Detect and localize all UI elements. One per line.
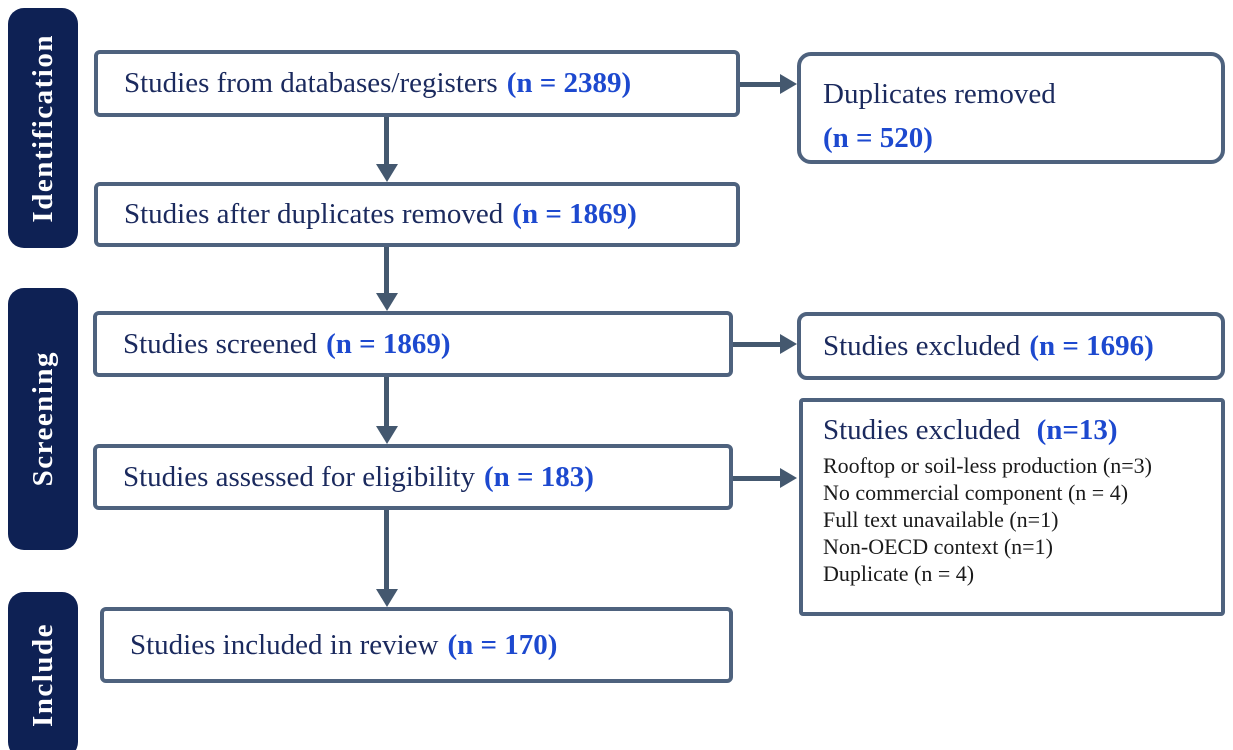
box-studies-from-databases: Studies from databases/registers (n = 23… bbox=[94, 50, 740, 117]
arrow-right-3-stem bbox=[733, 476, 781, 481]
box-studies-from-databases-text: Studies from databases/registers bbox=[124, 67, 498, 99]
box-assessed-eligibility: Studies assessed for eligibility (n = 18… bbox=[93, 444, 733, 510]
box-assessed-eligibility-text: Studies assessed for eligibility bbox=[123, 460, 475, 493]
box-studies-excluded-eligibility-text: Studies excluded bbox=[823, 414, 1021, 446]
arrow-down-2-stem bbox=[384, 247, 389, 295]
stage-screening-label: Screening bbox=[26, 351, 59, 487]
exclusion-reason: Duplicate (n = 4) bbox=[823, 561, 975, 586]
arrow-down-3-head bbox=[376, 426, 398, 444]
box-studies-excluded-screening: Studies excluded (n = 1696) bbox=[797, 312, 1225, 380]
box-studies-from-databases-count: (n = 2389) bbox=[506, 67, 632, 99]
box-included-in-review-text: Studies included in review bbox=[130, 628, 439, 661]
exclusion-reasons-list: Rooftop or soil-less production (n=3) No… bbox=[823, 452, 1221, 587]
box-after-duplicates-removed-count: (n = 1869) bbox=[512, 198, 637, 230]
box-studies-excluded-eligibility-count: (n=13) bbox=[1036, 414, 1118, 446]
arrow-right-1-stem bbox=[740, 82, 781, 87]
arrow-right-1-head bbox=[780, 74, 797, 94]
box-after-duplicates-removed: Studies after duplicates removed (n = 18… bbox=[94, 182, 740, 247]
arrow-right-2-head bbox=[780, 334, 797, 354]
stage-identification: Identification bbox=[8, 8, 78, 248]
stage-screening: Screening bbox=[8, 288, 78, 550]
stage-include: Include bbox=[8, 592, 78, 750]
arrow-down-1-stem bbox=[384, 117, 389, 166]
arrow-down-1-head bbox=[376, 164, 398, 182]
exclusion-reason: No commercial component (n = 4) bbox=[823, 480, 1129, 505]
arrow-right-2-stem bbox=[733, 342, 781, 347]
arrow-down-4-stem bbox=[384, 510, 389, 590]
box-studies-excluded-eligibility-title: Studies excluded (n=13) bbox=[823, 414, 1221, 447]
box-duplicates-removed-count: (n = 520) bbox=[823, 122, 933, 154]
box-assessed-eligibility-count: (n = 183) bbox=[484, 460, 594, 493]
box-studies-excluded-screening-text: Studies excluded bbox=[823, 329, 1021, 362]
arrow-right-3-head bbox=[780, 468, 797, 488]
box-duplicates-removed: Duplicates removed (n = 520) bbox=[797, 52, 1225, 164]
stage-include-label: Include bbox=[26, 623, 59, 727]
arrow-down-3-stem bbox=[384, 377, 389, 427]
box-studies-screened: Studies screened (n = 1869) bbox=[93, 311, 733, 377]
box-studies-excluded-screening-count: (n = 1696) bbox=[1029, 329, 1154, 362]
box-studies-excluded-eligibility: Studies excluded (n=13) Rooftop or soil-… bbox=[799, 398, 1225, 616]
exclusion-reason: Rooftop or soil-less production (n=3) bbox=[823, 453, 1152, 478]
box-after-duplicates-removed-text: Studies after duplicates removed bbox=[124, 198, 504, 230]
box-studies-screened-count: (n = 1869) bbox=[326, 327, 451, 360]
stage-identification-label: Identification bbox=[26, 33, 59, 223]
box-included-in-review-count: (n = 170) bbox=[447, 628, 558, 661]
arrow-down-2-head bbox=[376, 293, 398, 311]
arrow-down-4-head bbox=[376, 589, 398, 607]
box-included-in-review: Studies included in review (n = 170) bbox=[100, 607, 733, 683]
box-duplicates-removed-text: Duplicates removed bbox=[823, 78, 1056, 110]
exclusion-reason: Non-OECD context (n=1) bbox=[823, 534, 1053, 559]
box-studies-screened-text: Studies screened bbox=[123, 327, 318, 360]
exclusion-reason: Full text unavailable (n=1) bbox=[823, 507, 1059, 532]
